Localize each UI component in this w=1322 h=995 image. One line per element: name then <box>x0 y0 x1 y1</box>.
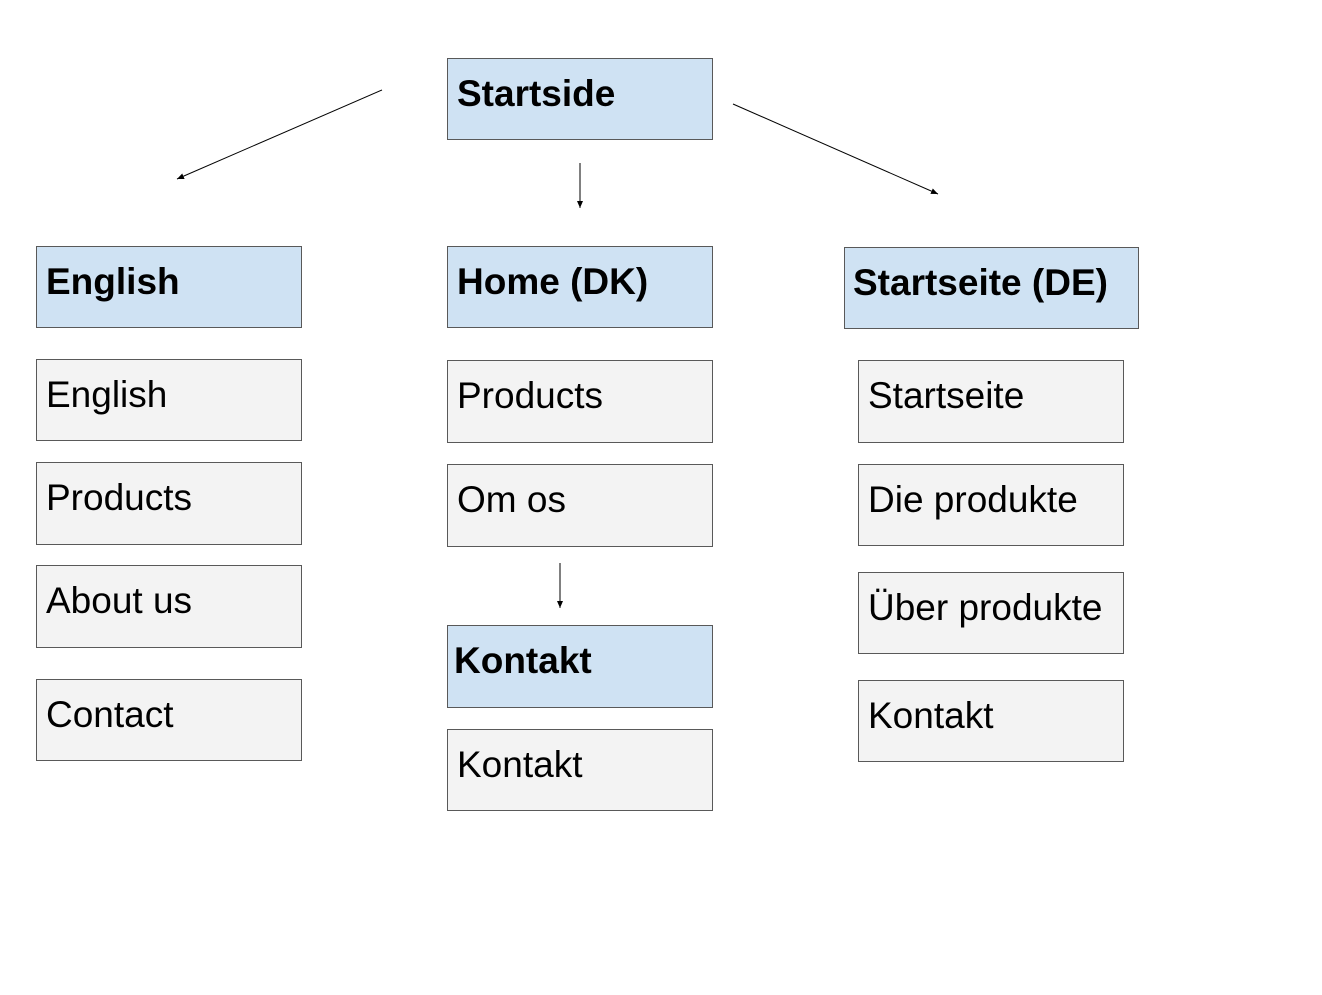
arrow-root-to-startseite-de <box>732 103 939 195</box>
de-item-startseite: Startseite <box>858 360 1124 443</box>
arrow-root-to-english <box>176 89 383 180</box>
de-item-die-produkte: Die produkte <box>858 464 1124 546</box>
english-item-about-us: About us <box>36 565 302 648</box>
home-dk-item-om-os: Om os <box>447 464 713 547</box>
de-item-kontakt: Kontakt <box>858 680 1124 762</box>
root-node-label: Startside <box>457 72 616 114</box>
home-dk-header-node: Home (DK) <box>447 246 713 328</box>
kontakt-header-node: Kontakt <box>447 625 713 708</box>
english-item-english: English <box>36 359 302 441</box>
kontakt-item-kontakt: Kontakt <box>447 729 713 811</box>
english-header-node: English <box>36 246 302 328</box>
home-dk-item-products: Products <box>447 360 713 443</box>
de-item-uber-produkte: Über produkte <box>858 572 1124 654</box>
english-item-products: Products <box>36 462 302 545</box>
english-item-contact: Contact <box>36 679 302 761</box>
startseite-de-header-node: Startseite (DE) <box>844 247 1139 329</box>
root-node-startside: Startside <box>447 58 713 140</box>
